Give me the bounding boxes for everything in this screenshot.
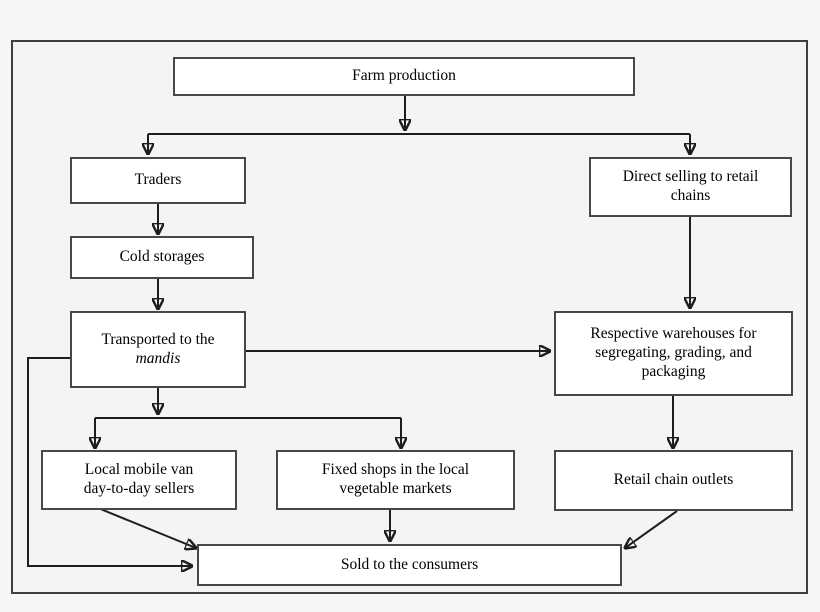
node-warehouses-label: Respective warehouses for segregating, g… <box>561 325 786 382</box>
node-transported-to-mandis-line2: mandis <box>135 349 181 367</box>
node-farm-production[interactable]: Farm production <box>173 57 635 96</box>
node-transported-to-mandis-line1: Transported to the <box>101 330 215 348</box>
node-direct-selling-line1: Direct selling to retail <box>622 168 759 186</box>
node-cold-storages-label: Cold storages <box>119 248 205 266</box>
node-local-mobile-van-label: Local mobile van day-to-day sellers <box>48 461 230 499</box>
node-direct-selling-to-retail-chains[interactable]: Direct selling to retail chains <box>589 157 792 217</box>
node-direct-selling-line2: chains <box>670 187 711 204</box>
node-warehouses-line3: packaging <box>641 362 706 380</box>
node-fixed-shops-label: Fixed shops in the local vegetable marke… <box>283 461 508 499</box>
node-retail-chain-outlets-label: Retail chain outlets <box>613 471 734 489</box>
node-traders[interactable]: Traders <box>70 157 246 204</box>
node-fixed-shops[interactable]: Fixed shops in the local vegetable marke… <box>276 450 515 510</box>
node-fixed-shops-line1: Fixed shops in the local <box>321 461 470 479</box>
node-farm-production-label: Farm production <box>352 67 456 85</box>
node-cold-storages[interactable]: Cold storages <box>70 236 254 279</box>
node-sold-to-consumers-label: Sold to the consumers <box>340 555 479 573</box>
node-direct-selling-label: Direct selling to retail chains <box>596 168 785 206</box>
node-fixed-shops-line2: vegetable markets <box>339 480 452 497</box>
node-local-mobile-van-line1: Local mobile van <box>84 461 194 479</box>
node-retail-chain-outlets[interactable]: Retail chain outlets <box>554 450 793 511</box>
node-transported-to-mandis-label: Transported to the mandis <box>77 331 239 369</box>
node-sold-to-consumers[interactable]: Sold to the consumers <box>197 544 622 586</box>
node-local-mobile-van[interactable]: Local mobile van day-to-day sellers <box>41 450 237 510</box>
node-warehouses-line2: segregating, grading, and <box>595 344 752 362</box>
node-local-mobile-van-line2: day-to-day sellers <box>83 480 195 497</box>
node-transported-to-mandis[interactable]: Transported to the mandis <box>70 311 246 388</box>
node-warehouses-line1: Respective warehouses for <box>590 325 757 343</box>
node-respective-warehouses[interactable]: Respective warehouses for segregating, g… <box>554 311 793 396</box>
node-traders-label: Traders <box>134 171 182 189</box>
